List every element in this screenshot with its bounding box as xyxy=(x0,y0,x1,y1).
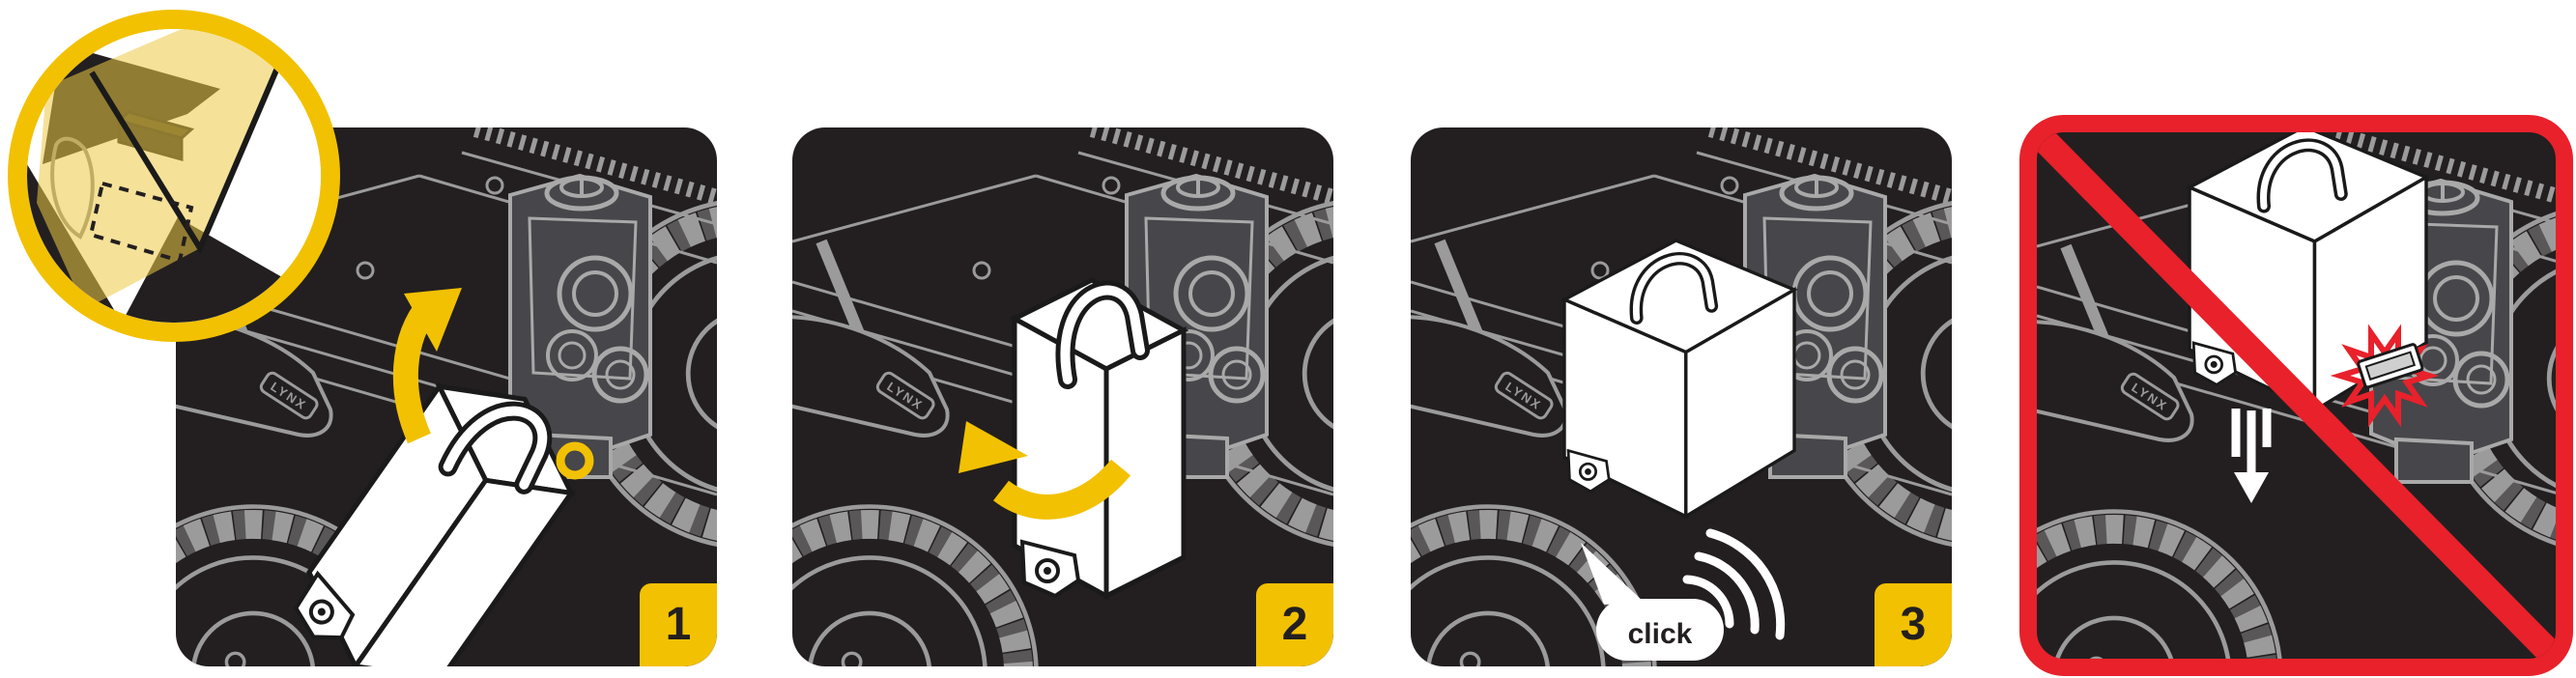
panel-step-2: LYNX 2 xyxy=(792,127,1333,666)
magnifier-detail xyxy=(8,10,340,342)
connector xyxy=(2357,343,2424,389)
mower-illustration-prohibited: LYNX xyxy=(2037,132,2556,659)
battery-pack-upright xyxy=(1015,280,1184,596)
prohibition-diagonal xyxy=(2037,132,2556,659)
curved-arrow-up-icon xyxy=(392,288,462,444)
down-arrows-icon xyxy=(2231,409,2272,503)
panel-step-3: LYNX click 3 xyxy=(1411,127,1952,666)
click-bubble: click xyxy=(1581,543,1724,661)
curved-arrow-left-icon xyxy=(959,421,1131,520)
sound-waves-icon xyxy=(1682,528,1786,640)
hook-target-dashed xyxy=(88,181,194,264)
battery-pack-seated xyxy=(1564,240,1794,517)
box-corner-edges xyxy=(89,37,293,255)
step-number: 1 xyxy=(665,599,692,650)
mower-illustration-step-3: LYNX click xyxy=(1411,127,1952,666)
click-label: click xyxy=(1628,618,1693,650)
step-badge-2: 2 xyxy=(1256,583,1333,666)
highlight-ring-icon xyxy=(556,441,594,480)
hook-detail-illustration xyxy=(27,29,321,323)
step-number: 2 xyxy=(1281,599,1308,650)
mower-illustration-step-1: LYNX xyxy=(176,127,717,666)
step-badge-3: 3 xyxy=(1875,583,1952,666)
step-number: 3 xyxy=(1900,599,1927,650)
mower-illustration-step-2: LYNX xyxy=(792,127,1333,666)
step-badge-1: 1 xyxy=(640,583,717,666)
panel-prohibited: LYNX xyxy=(2019,115,2573,676)
